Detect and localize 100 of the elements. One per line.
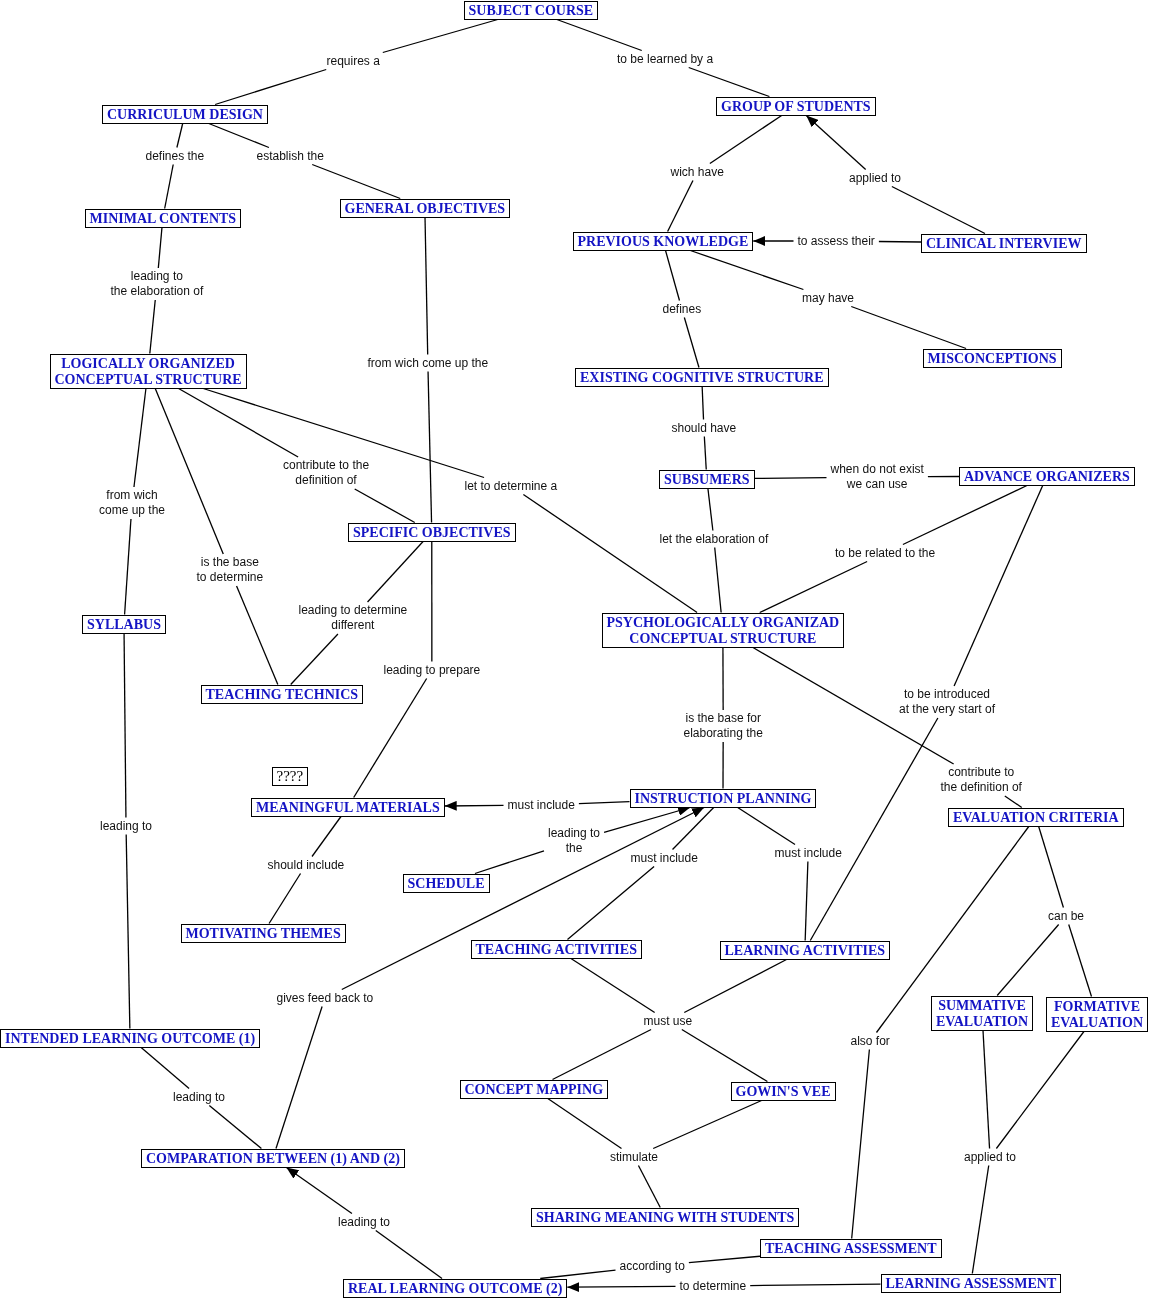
- linking-phrase: must use: [639, 1012, 697, 1030]
- linking-phrase: leading to the: [544, 825, 605, 857]
- linking-phrase: leading to determine different: [294, 602, 412, 634]
- connector-line: [311, 163, 401, 200]
- concept-box: CURRICULUM DESIGN: [102, 104, 268, 124]
- connector-line: [752, 646, 955, 765]
- connector-line: [753, 476, 828, 480]
- connector-line: [851, 1048, 871, 1240]
- arrow: [285, 1166, 353, 1215]
- connector-line: [681, 1028, 769, 1083]
- linking-phrase: wich have: [666, 163, 728, 181]
- connector-line: [208, 122, 270, 149]
- connector-line: [311, 815, 342, 858]
- connector-line: [707, 487, 714, 532]
- connector-line: [133, 387, 147, 488]
- connector-line: [703, 435, 707, 471]
- connector-line: [539, 1269, 617, 1280]
- linking-phrase: leading to prepare: [379, 661, 485, 679]
- linking-phrase: let to determine a: [460, 477, 562, 495]
- concept-box: SUBJECT COURSE: [463, 0, 599, 20]
- linking-phrase: can be: [1044, 907, 1089, 925]
- concept-box: MEANINGFUL MATERIALS: [251, 797, 445, 817]
- connector-line: [268, 872, 302, 925]
- connector-line: [809, 717, 939, 942]
- connector-line: [683, 958, 788, 1014]
- concept-box: GROUP OF STUDENTS: [716, 96, 876, 116]
- connector-line: [953, 484, 1044, 687]
- connector-line: [891, 185, 986, 235]
- linking-phrase: from wich come up the: [363, 354, 493, 372]
- concept-box: LOGICALLY ORGANIZED CONCEPTUAL STRUCTURE: [49, 353, 247, 389]
- concept-box: TEACHING ACTIVITIES: [470, 939, 642, 959]
- connector-line: [474, 850, 545, 875]
- linking-phrase: according to: [615, 1257, 689, 1275]
- arrow: [444, 800, 505, 811]
- connector-line: [214, 68, 327, 106]
- linking-phrase: should include: [263, 856, 349, 874]
- concept-box: LEARNING ASSESSMENT: [880, 1273, 1062, 1293]
- connector-line: [688, 1255, 761, 1264]
- connector-line: [902, 484, 1028, 546]
- connector-line: [427, 370, 433, 524]
- concept-box: LEARNING ACTIVITIES: [719, 940, 891, 960]
- linking-phrase: requires a: [322, 52, 384, 70]
- linking-phrase: is the base to determine: [192, 554, 268, 586]
- connector-line: [982, 1029, 991, 1150]
- concept-box: MOTIVATING THEMES: [180, 923, 346, 943]
- concept-box: CONCEPT MAPPING: [459, 1079, 609, 1099]
- arrow: [341, 806, 705, 991]
- arrow: [752, 236, 795, 246]
- arrow: [566, 1282, 677, 1293]
- connector-line: [759, 560, 868, 614]
- connector-line: [664, 249, 681, 302]
- connector-line: [927, 475, 960, 478]
- linking-phrase: leading to: [169, 1088, 230, 1106]
- linking-phrase: leading to: [96, 817, 157, 835]
- connector-line: [1004, 795, 1023, 809]
- connector-line: [737, 806, 796, 846]
- connector-line: [1038, 825, 1065, 909]
- concept-box: EXISTING COGNITIVE STRUCTURE: [575, 367, 829, 387]
- connector-line: [850, 305, 967, 350]
- connector-line: [714, 546, 722, 614]
- connector-line: [208, 1104, 263, 1150]
- concept-box: INSTRUCTION PLANNING: [629, 788, 817, 808]
- connector-line: [157, 226, 163, 269]
- arrow: [805, 114, 867, 171]
- linking-phrase: to assess their: [793, 232, 879, 250]
- linking-phrase: applied to: [845, 169, 906, 187]
- connector-line: [995, 1030, 1085, 1150]
- concept-box: SHARING MEANING WITH STUDENTS: [531, 1207, 800, 1227]
- linking-phrase: must include: [503, 796, 579, 814]
- linking-phrase: stimulate: [606, 1148, 663, 1166]
- concept-box: GENERAL OBJECTIVES: [339, 198, 511, 218]
- connector-line: [522, 493, 698, 614]
- concept-box: SUMMATIVE EVALUATION: [931, 995, 1034, 1031]
- connector-line: [666, 179, 694, 233]
- connector-line: [578, 800, 631, 805]
- connector-line: [556, 18, 643, 52]
- connector-line: [566, 865, 655, 941]
- concept-box: FORMATIVE EVALUATION: [1046, 996, 1149, 1032]
- connector-line: [140, 1046, 190, 1090]
- connector-line: [722, 741, 724, 790]
- connector-line: [354, 488, 416, 524]
- linking-phrase: to determine: [675, 1277, 751, 1295]
- linking-phrase: must include: [626, 849, 702, 867]
- connector-line: [878, 240, 922, 243]
- connector-line: [875, 825, 1030, 1034]
- concept-box: ????: [271, 766, 309, 786]
- connector-line: [570, 957, 656, 1014]
- connector-line: [709, 114, 783, 165]
- concept-box: ADVANCE ORGANIZERS: [959, 466, 1135, 486]
- connector-line: [123, 632, 127, 819]
- connector-line: [275, 1005, 323, 1150]
- concept-box: MINIMAL CONTENTS: [84, 208, 242, 228]
- connector-line: [688, 66, 771, 98]
- linking-phrase: gives feed back to: [272, 989, 378, 1007]
- concept-box: COMPARATION BETWEEN (1) AND (2): [141, 1148, 405, 1168]
- connector-line: [547, 1097, 623, 1150]
- connector-line: [375, 1229, 443, 1280]
- concept-box: SCHEDULE: [402, 873, 490, 893]
- connector-line: [722, 646, 724, 711]
- linking-phrase: contribute to the definition of: [936, 764, 1026, 796]
